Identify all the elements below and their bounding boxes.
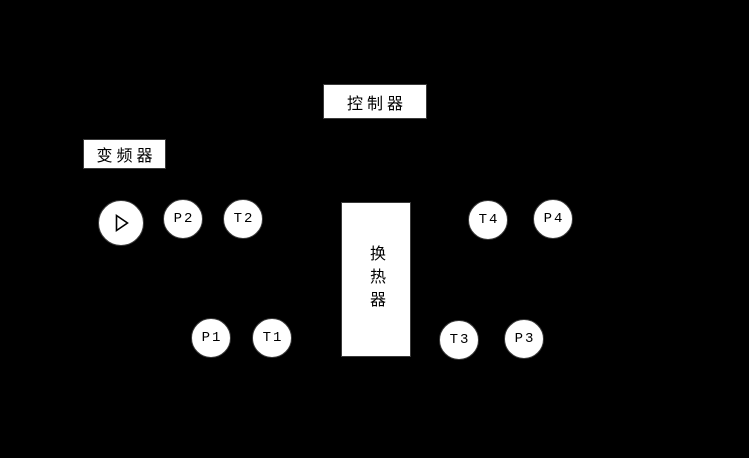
sensor-t2-label: T2 [233,211,255,227]
sensor-p2: P2 [163,199,203,239]
sensor-t1-label: T1 [262,330,284,346]
pump-symbol [98,200,144,246]
sensor-p3-label: P3 [514,331,536,347]
sensor-p4-label: P4 [543,211,565,227]
inverter-box: 变频器 [83,139,166,169]
sensor-t3-label: T3 [449,332,471,348]
sensor-t4-label: T4 [478,212,500,228]
sensor-t4: T4 [468,200,508,240]
heat-exchanger-label: 换热器 [367,245,386,314]
sensor-p3: P3 [504,319,544,359]
sensor-t1: T1 [252,318,292,358]
inverter-label: 变频器 [96,146,157,165]
sensor-p1: P1 [191,318,231,358]
sensor-t2: T2 [223,199,263,239]
sensor-p4: P4 [533,199,573,239]
pump-triangle-icon [115,213,129,233]
sensor-t3: T3 [439,320,479,360]
controller-box: 控制器 [323,84,427,119]
sensor-p2-label: P2 [173,211,195,227]
heat-exchanger-box: 换热器 [341,202,411,357]
sensor-p1-label: P1 [201,330,223,346]
controller-label: 控制器 [346,93,407,113]
